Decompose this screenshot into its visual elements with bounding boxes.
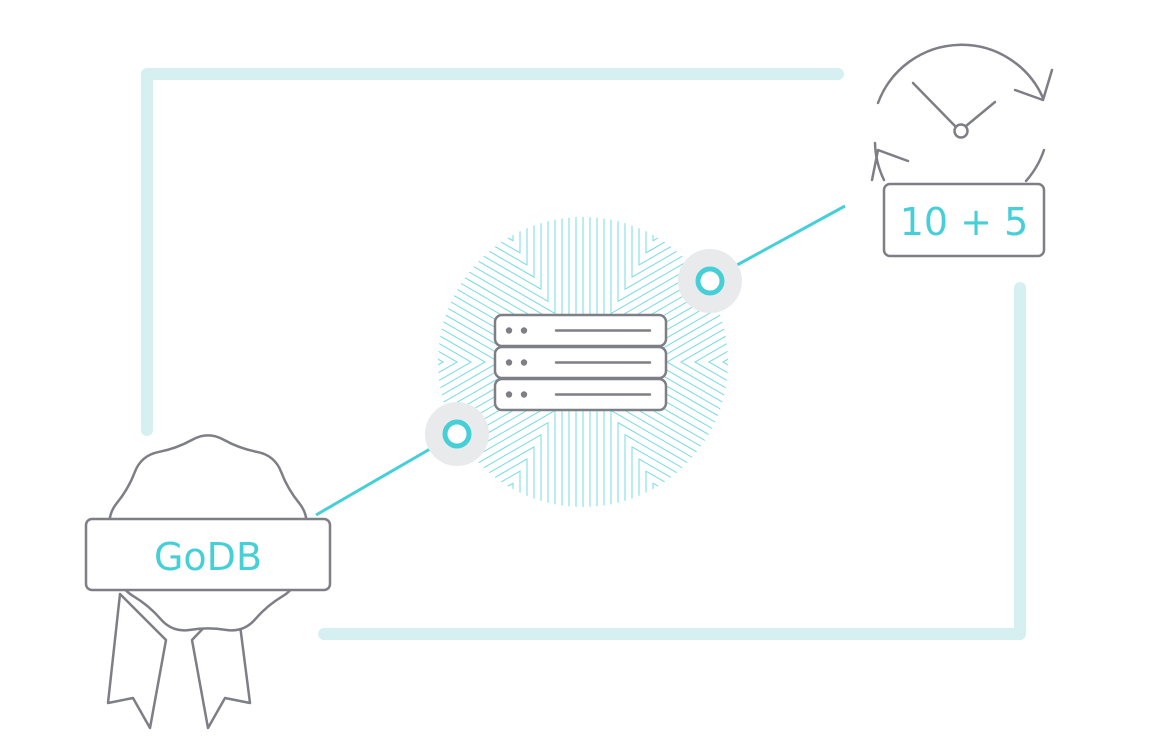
hub-pattern-line (343, 127, 655, 307)
hub-pattern-line (354, 399, 666, 579)
hub-pattern-line (494, 157, 806, 337)
hub-pattern-line (501, 399, 813, 579)
hub-pattern-line (361, 157, 673, 337)
hub-pattern-line (504, 139, 816, 319)
clock-refresh-icon: 10 + 5 (872, 45, 1052, 256)
hub-pattern-line (494, 387, 806, 567)
hub-pattern-line (350, 139, 662, 319)
frame-top-left-segment (147, 74, 838, 430)
hub-pattern-line (508, 411, 820, 591)
hub-pattern-line (494, 157, 806, 337)
connector-line-hub-timer (737, 206, 845, 265)
hub-pattern-line (347, 411, 659, 591)
hub-pattern-line (361, 387, 673, 567)
hub-pattern-line (350, 405, 662, 585)
hub-pattern-line (508, 411, 820, 591)
timer-label: 10 + 5 (900, 200, 1029, 244)
hub-pattern-line (511, 417, 823, 597)
hub-pattern-line (350, 405, 662, 585)
hub-pattern-line (343, 417, 655, 597)
hub-pattern-line (354, 399, 666, 579)
clock-hand-right (966, 102, 995, 126)
frame-bottom-right-segment (324, 288, 1020, 634)
server-row-1 (495, 315, 666, 346)
hub-pattern-line (511, 127, 823, 307)
connector-node-left (425, 402, 489, 466)
hub-pattern-line (504, 139, 816, 319)
server-row-3 (495, 379, 666, 410)
hub-pattern-line (511, 127, 823, 307)
award-ribbon-icon: GoDB (86, 435, 330, 728)
hub-pattern-line (511, 417, 823, 597)
hub-pattern-line (494, 387, 806, 567)
connector-line-badge-hub (316, 449, 430, 515)
hub-pattern-line (501, 399, 813, 579)
hub-pattern-line (347, 133, 659, 313)
hub-pattern-line (501, 145, 813, 325)
clock-arrow-head-right (1015, 70, 1052, 100)
hub-pattern-line (347, 133, 659, 313)
hub-pattern-line (508, 133, 820, 313)
connector-node-right (678, 249, 742, 313)
hub-pattern-line (347, 411, 659, 591)
hub-pattern-line (343, 417, 655, 597)
server-row-2 (495, 347, 666, 378)
database-server-icon (495, 315, 666, 410)
hub-pattern-line (504, 405, 816, 585)
hub-pattern-line (361, 157, 673, 337)
clock-arc-main (878, 45, 1043, 103)
hub-pattern-line (508, 133, 820, 313)
hub-pattern-line (361, 387, 673, 567)
hub-pattern-line (504, 405, 816, 585)
hub-pattern-line (350, 139, 662, 319)
clock-arc-right (1026, 150, 1044, 181)
hub-pattern-line (354, 145, 666, 325)
hub-pattern-line (501, 145, 813, 325)
hub-pattern-line (354, 145, 666, 325)
hub-pattern-line (343, 127, 655, 307)
clock-hand-left (913, 83, 955, 126)
clock-center (955, 125, 968, 138)
badge-label: GoDB (154, 535, 262, 579)
